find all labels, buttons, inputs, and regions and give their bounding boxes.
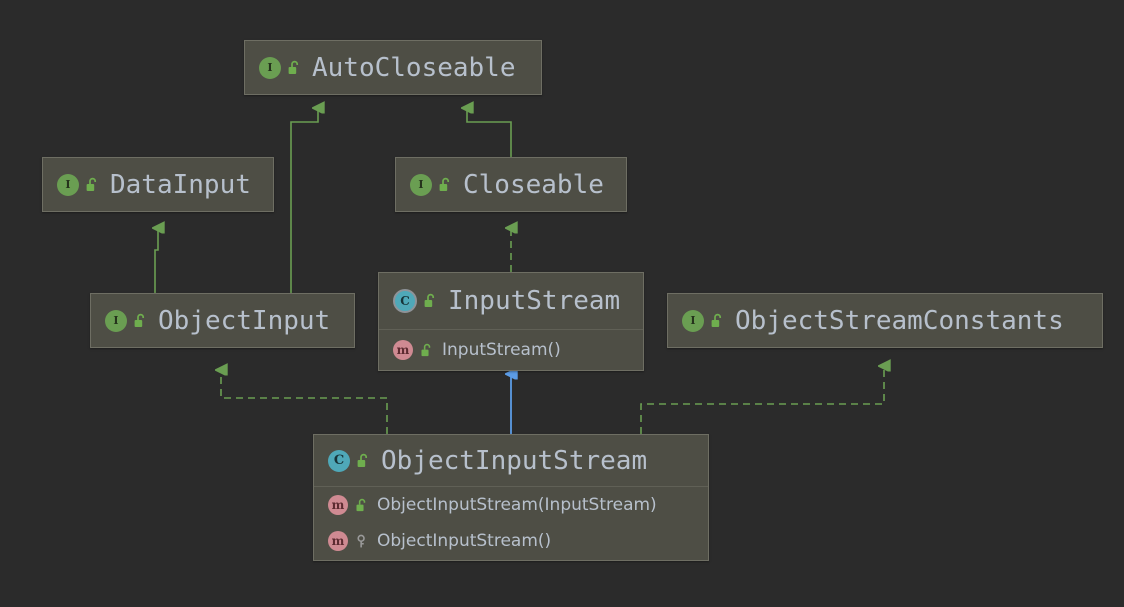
method-icon: m [393,340,413,360]
unlocked-padlock-icon [286,59,302,77]
unlocked-padlock-icon [355,452,371,470]
member-row[interactable]: m ObjectInputStream() [314,523,708,559]
node-header: I ObjectInput [91,294,354,347]
method-icon: m [328,495,348,515]
node-title: DataInput [110,169,251,200]
interface-icon: I [259,56,281,79]
node-title: Closeable [463,169,604,200]
unlocked-padlock-icon [709,312,725,330]
interface-icon: I [682,309,704,332]
class-icon: C [328,449,350,472]
member-label: ObjectInputStream(InputStream) [377,495,657,515]
node-header: C ObjectInputStream [314,435,708,487]
member-label: ObjectInputStream() [377,531,552,551]
unlocked-padlock-icon [84,176,100,194]
class-node-objectinput[interactable]: I ObjectInput [90,293,355,348]
key-icon [353,532,369,550]
unlocked-padlock-icon [437,176,453,194]
unlocked-padlock-icon [418,341,434,359]
node-title: ObjectInputStream [381,445,648,476]
class-node-objectstreamconstants[interactable]: I ObjectStreamConstants [667,293,1103,348]
node-header: C InputStream [379,273,643,330]
interface-icon: I [410,173,432,196]
node-header: I Closeable [396,158,626,211]
interface-icon: I [57,173,79,196]
node-title: ObjectInput [158,305,331,336]
edge-objectinput-to-autocloseable [290,108,318,294]
edge-closeable-to-autocloseable [467,108,512,158]
unlocked-padlock-icon [353,496,369,514]
edge-objectinput-to-datainput [155,228,158,294]
node-title: InputStream [448,286,621,316]
unlocked-padlock-icon [132,312,148,330]
node-header: I AutoCloseable [245,41,541,94]
member-row[interactable]: m ObjectInputStream(InputStream) [314,487,708,523]
edge-objectinputstream-to-objectinput [221,370,388,434]
node-title: AutoCloseable [312,52,516,83]
member-row[interactable]: m InputStream() [379,330,643,370]
abstract-class-icon: C [393,289,417,313]
node-title: ObjectStreamConstants [735,305,1064,336]
interface-icon: I [105,309,127,332]
class-node-inputstream[interactable]: C InputStream m InputStream() [378,272,644,371]
node-header: I ObjectStreamConstants [668,294,1102,347]
class-node-closeable[interactable]: I Closeable [395,157,627,212]
member-label: InputStream() [442,340,561,360]
method-icon: m [328,531,348,551]
class-node-autocloseable[interactable]: I AutoCloseable [244,40,542,95]
class-node-datainput[interactable]: I DataInput [42,157,274,212]
unlocked-padlock-icon [422,292,438,310]
class-node-objectinputstream[interactable]: C ObjectInputStream m ObjectInputStream(… [313,434,709,561]
node-header: I DataInput [43,158,273,211]
edge-objectinputstream-to-objectstreamconstants [640,366,884,434]
